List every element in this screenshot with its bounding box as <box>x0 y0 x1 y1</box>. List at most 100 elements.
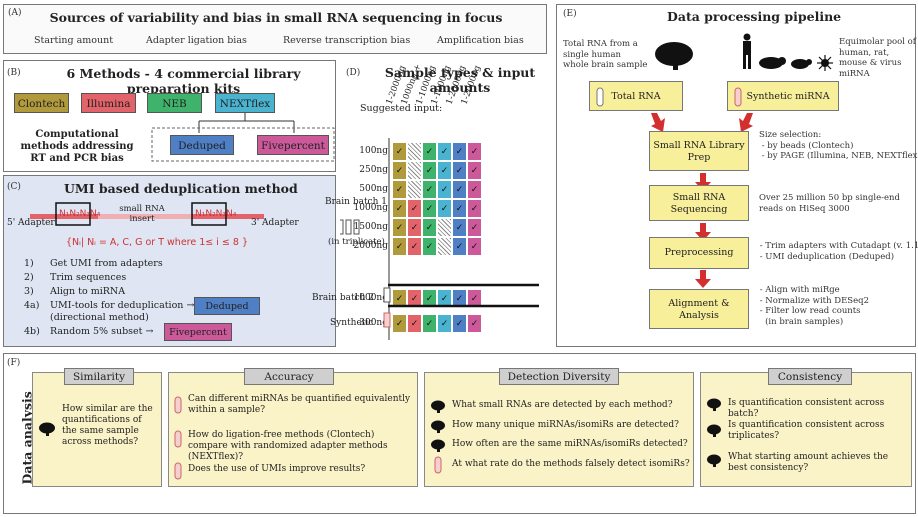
panel-e-label: (E) <box>563 9 577 19</box>
umi-step-4a: 4a)UMI-tools for deduplication → <box>24 300 194 311</box>
umi-right: N₁N₂N₃N₄ <box>195 209 237 219</box>
brain-icon <box>707 424 721 437</box>
total-rna-box: Total RNA <box>589 81 683 111</box>
group-accuracy <box>168 372 418 487</box>
grid-cell-check: ✓ <box>452 199 467 218</box>
triplicate-label: (in triplicate) <box>328 237 385 247</box>
adapter-5-label: 5' Adapter <box>7 218 55 228</box>
grid-cell-check: ✓ <box>392 314 407 333</box>
group-detection <box>424 372 694 487</box>
grid-cell-check: ✓ <box>467 180 482 199</box>
grid-cell-check: ✓ <box>407 289 422 308</box>
umi-fivepercent-box: Fivepercent <box>164 323 232 341</box>
kit-neb: NEB <box>147 93 202 113</box>
brain-icon <box>431 400 445 413</box>
grid-cell-check: ✓ <box>422 314 437 333</box>
synthetic-mirna-box: Synthetic miRNA <box>727 81 839 111</box>
step-num: 2) <box>24 272 34 283</box>
detection-q4: At what rate do the methods falsely dete… <box>452 459 690 469</box>
umi-step-4a-note: (directional method) <box>24 312 149 323</box>
kit-clontech: Clontech <box>14 93 69 113</box>
step-text: Trim sequences <box>50 272 127 283</box>
adapter-3-label: 3' Adapter <box>251 218 299 228</box>
grid-cell-check: ✓ <box>467 289 482 308</box>
step-library-prep: Small RNA Library Prep <box>649 131 749 171</box>
tube-icon <box>174 462 182 480</box>
grid-cell-check: ✓ <box>407 218 422 237</box>
source-amplification: Amplification bias <box>437 35 524 46</box>
group-consistency <box>700 372 912 487</box>
row-label: 250ng <box>359 165 388 175</box>
grid-cell-check: ✓ <box>467 314 482 333</box>
panel-e: (E) Data processing pipeline Total RNA f… <box>556 4 918 347</box>
grid-cell-check: ✓ <box>407 314 422 333</box>
source-adapter-ligation: Adapter ligation bias <box>146 35 247 46</box>
grid-cell-check: ✓ <box>452 314 467 333</box>
grid-cell-check: ✓ <box>467 161 482 180</box>
panel-c: (C) UMI based deduplication method 5' Ad… <box>3 175 336 347</box>
grid-cell-check: ✓ <box>437 142 452 161</box>
panel-b: (B) 6 Methods - 4 commercial library pre… <box>3 60 336 172</box>
grid-cell-check: ✓ <box>422 237 437 256</box>
panel-c-title: UMI based deduplication method <box>64 181 298 196</box>
group-accuracy-head: Accuracy <box>244 368 334 385</box>
method-fivepercent: Fivepercent <box>257 135 329 155</box>
umi-deduped-box: Deduped <box>194 297 260 315</box>
virus-icon <box>817 55 833 71</box>
brain-batch-1-label: Brain batch 1 <box>325 197 387 207</box>
grid-cell-check: ✓ <box>452 218 467 237</box>
computational-methods-label: Computational methods addressing RT and … <box>20 129 134 164</box>
grid-cell-hatched <box>407 180 422 199</box>
kit-nextflex: NEXTflex <box>215 93 275 113</box>
grid-cell-check: ✓ <box>392 180 407 199</box>
grid-cell-check: ✓ <box>407 237 422 256</box>
umi-step-1: 1)Get UMI from adapters <box>24 258 163 269</box>
row-label: 100ng <box>359 146 388 156</box>
tube-icon <box>434 456 442 474</box>
umi-left: N₁N₂N₃N₄ <box>59 209 101 219</box>
grid-cell-check: ✓ <box>467 199 482 218</box>
consistency-q2: Is quantification consistent across trip… <box>728 420 885 441</box>
panel-d: (D) Sample types & input amounts Suggest… <box>312 60 550 350</box>
panel-c-label: (C) <box>7 182 21 192</box>
grid-cell-check: ✓ <box>437 314 452 333</box>
grid-cell-check: ✓ <box>467 218 482 237</box>
similarity-q1: How similar are the quantifications of t… <box>62 404 153 447</box>
step-library-prep-note: Size selection: - by beads (Clontech) - … <box>759 130 918 161</box>
grid-cell-check: ✓ <box>437 199 452 218</box>
row-label: 2000ng <box>353 241 388 251</box>
rat-icon <box>759 57 786 69</box>
method-deduped: Deduped <box>170 135 234 155</box>
kit-illumina: Illumina <box>81 93 136 113</box>
group-consistency-head: Consistency <box>768 368 852 385</box>
tube-icon <box>340 219 360 235</box>
panel-d-title: Sample types & input amounts <box>384 65 536 95</box>
row-label: 1000ng <box>353 293 388 303</box>
grid-cell-check: ✓ <box>407 199 422 218</box>
grid-cell-hatched <box>407 161 422 180</box>
panel-f-label: (F) <box>7 358 21 368</box>
grid-cell-check: ✓ <box>422 161 437 180</box>
accuracy-q1: Can different miRNAs be quantified equiv… <box>188 394 411 415</box>
umi-formula: {Nᵢ| Nᵢ = A, C, G or T where 1≤ i ≤ 8 } <box>66 237 248 248</box>
grid-cell-check: ✓ <box>392 218 407 237</box>
step-alignment-note: - Align with miRge - Normalize with DESe… <box>759 285 869 327</box>
grid-cell-check: ✓ <box>437 161 452 180</box>
step-text: Random 5% subset → <box>50 326 154 337</box>
grid-cell-check: ✓ <box>422 218 437 237</box>
mouse-icon <box>791 59 812 69</box>
grid-cell-check: ✓ <box>422 289 437 308</box>
grid-cell-check: ✓ <box>422 142 437 161</box>
row-label: 1500ng <box>353 222 388 232</box>
grid-cell-check: ✓ <box>392 289 407 308</box>
grid-cell-check: ✓ <box>452 142 467 161</box>
step-preprocessing: Preprocessing <box>649 237 749 269</box>
grid-cell-hatched <box>407 142 422 161</box>
step-sequencing-note: Over 25 million 50 bp single-end reads o… <box>759 193 900 214</box>
grid-lines <box>340 138 539 340</box>
grid-cell-hatched <box>437 218 452 237</box>
step-text: Align to miRNA <box>50 286 126 297</box>
tube-icon <box>174 430 182 448</box>
step-num: 3) <box>24 286 34 297</box>
grid-cell-check: ✓ <box>422 180 437 199</box>
